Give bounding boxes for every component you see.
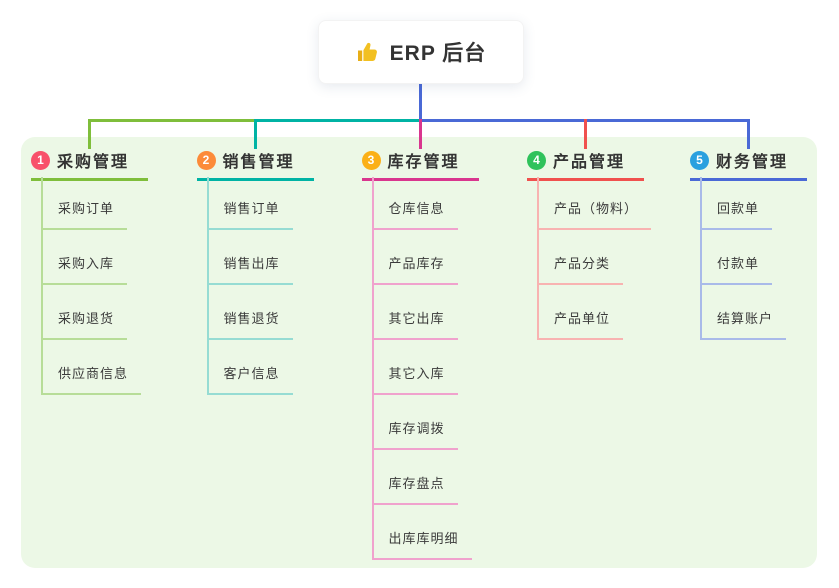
branch-drop-line	[584, 119, 587, 149]
child-node[interactable]: 结算账户	[700, 309, 787, 340]
rail-segment	[255, 119, 420, 122]
branch-trunk-line	[206, 177, 209, 395]
branch-index-badge: 5	[690, 150, 709, 170]
branch-index-badge: 1	[31, 150, 50, 170]
child-node[interactable]: 销售退货	[206, 309, 293, 340]
child-node[interactable]: 产品单位	[537, 309, 624, 340]
branch-label: 销售管理	[222, 154, 295, 171]
child-node[interactable]: 产品（物料）	[537, 199, 652, 230]
child-node[interactable]: 仓库信息	[371, 199, 458, 230]
branch-trunk-line	[537, 177, 539, 340]
child-node[interactable]: 采购订单	[41, 199, 128, 230]
child-node[interactable]: 客户信息	[206, 364, 293, 395]
child-node[interactable]: 产品分类	[537, 254, 624, 285]
child-node[interactable]: 采购退货	[41, 309, 128, 340]
child-node[interactable]: 库存调拨	[371, 419, 458, 450]
branch-node-1[interactable]: 1 采购管理	[31, 148, 148, 181]
child-node[interactable]: 付款单	[700, 254, 773, 285]
root-node-label: ERP 后台	[389, 42, 487, 65]
child-node[interactable]: 销售出库	[206, 254, 293, 285]
child-node[interactable]: 回款单	[700, 199, 773, 230]
child-node[interactable]: 其它入库	[371, 364, 458, 395]
branch-trunk-line	[41, 177, 43, 395]
thumbs-up-icon	[357, 42, 377, 61]
child-node[interactable]: 采购入库	[41, 254, 128, 285]
branches-background-panel	[21, 137, 817, 568]
branch-index-badge: 4	[527, 150, 546, 170]
root-node[interactable]: ERP 后台	[318, 20, 524, 84]
branch-trunk-line	[700, 177, 702, 340]
branch-node-3[interactable]: 3 库存管理	[361, 148, 479, 181]
child-node[interactable]: 出库库明细	[371, 529, 472, 560]
child-node[interactable]: 其它出库	[371, 309, 458, 340]
branch-label: 库存管理	[387, 154, 460, 171]
branch-node-2[interactable]: 2 销售管理	[196, 148, 314, 181]
branch-node-4[interactable]: 4 产品管理	[527, 148, 644, 181]
branch-trunk-line	[371, 177, 374, 560]
branch-drop-line	[253, 119, 257, 149]
branch-index-badge: 3	[361, 150, 381, 170]
rail-segment	[89, 119, 255, 122]
branch-drop-line	[747, 119, 750, 149]
branch-drop-line	[418, 119, 422, 149]
root-stem-line	[418, 82, 422, 120]
child-node[interactable]: 销售订单	[206, 199, 293, 230]
branch-node-5[interactable]: 5 财务管理	[690, 148, 807, 181]
branch-index-badge: 2	[196, 150, 216, 170]
child-node[interactable]: 产品库存	[371, 254, 458, 285]
branch-label: 采购管理	[57, 154, 130, 171]
branch-label: 财务管理	[716, 154, 789, 171]
child-node[interactable]: 库存盘点	[371, 474, 458, 505]
branch-drop-line	[88, 119, 91, 149]
child-node[interactable]: 供应商信息	[41, 364, 142, 395]
branch-label: 产品管理	[553, 154, 626, 171]
